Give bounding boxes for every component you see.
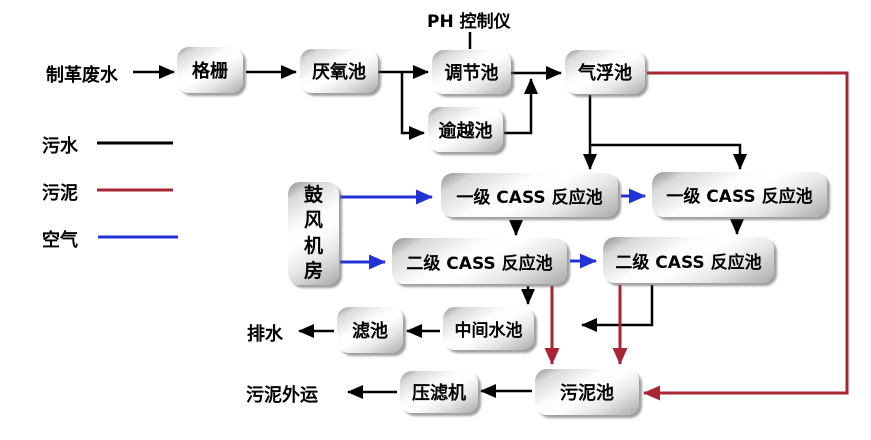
legend-label-sludge: 污泥 — [42, 183, 78, 204]
node-air-flotation-tank: 气浮池 — [565, 50, 645, 94]
edge-airflotation-sludgetank — [643, 71, 849, 401]
legend-label-sewage: 污水 — [42, 136, 78, 157]
node-bypass-tank: 逾越池 — [428, 107, 503, 152]
sewage-lines — [133, 32, 747, 399]
sludge-lines — [544, 71, 849, 401]
node-regulating-tank: 调节池 — [432, 50, 511, 94]
node-anaerobic-tank: 厌氧池 — [300, 49, 378, 93]
node-filter-tank: 滤池 — [337, 307, 403, 353]
edge-airflotation-cass1-right — [590, 143, 747, 170]
edge-anaerobic-bypass — [400, 72, 425, 140]
sludge-out-label: 污泥外运 — [246, 385, 318, 406]
node-sludge-tank: 污泥池 — [535, 369, 639, 415]
node-grille: 格栅 — [177, 47, 243, 93]
edge-cass2-right-return — [581, 285, 654, 332]
legend-lines — [97, 141, 178, 239]
node-cass2-right: 二级 CASS 反应池 — [603, 237, 774, 283]
drain-label: 排水 — [247, 324, 283, 345]
node-cass1-left: 一级 CASS 反应池 — [441, 173, 618, 217]
edge-bypass-return — [504, 78, 538, 135]
node-blower-room: 鼓风机房 — [288, 182, 339, 285]
air-lines — [340, 188, 646, 270]
node-cass1-right: 一级 CASS 反应池 — [652, 172, 827, 217]
legend-label-air: 空气 — [42, 230, 78, 251]
node-cass2-left: 二级 CASS 反应池 — [392, 238, 567, 284]
node-intermediate-tank: 中间水池 — [443, 307, 534, 350]
ph-controller-label: PH 控制仪 — [427, 12, 511, 32]
node-filter-press: 压滤机 — [400, 371, 478, 413]
influent-label: 制革废水 — [46, 65, 118, 86]
